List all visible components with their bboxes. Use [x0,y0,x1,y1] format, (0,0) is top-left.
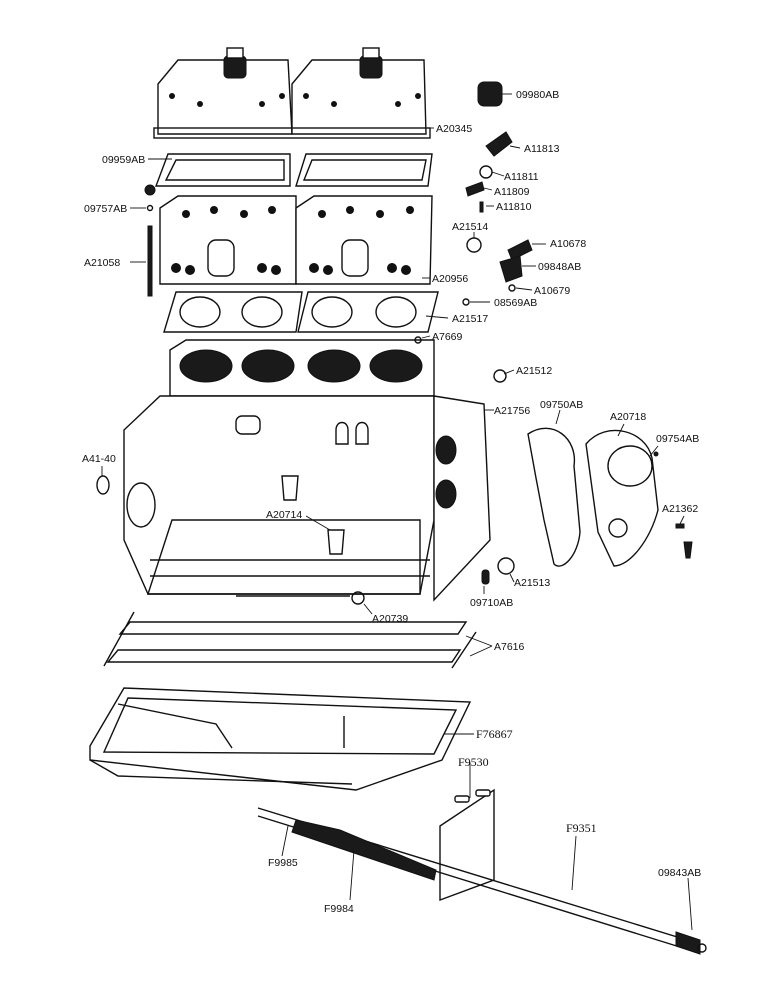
label-A21058: A21058 [84,257,120,269]
label-A7669: A7669 [432,331,463,343]
label-A21362: A21362 [662,503,698,515]
label-A7616: A7616 [494,641,525,653]
label-F9984: F9984 [324,903,354,915]
part-labels: 09980AB A20345 A11813 09959AB A11811 A11… [82,89,701,915]
small-parts [96,81,693,605]
label-08569AB: 08569AB [494,297,537,309]
label-09959AB: 09959AB [102,154,145,166]
label-A21512: A21512 [516,365,552,377]
label-A20718: A20718 [610,411,646,423]
cylinder-head-assembly [144,184,433,297]
label-A11811: A11811 [504,171,539,183]
leader-lines [101,93,693,931]
label-09710AB: 09710AB [470,597,513,609]
oil-pump-shaft-group [257,788,707,955]
label-A21756: A21756 [494,405,530,417]
rocker-cover-gaskets [154,153,433,187]
label-09750AB: 09750AB [540,399,583,411]
rocker-cover-assembly [153,47,431,139]
label-A10678: A10678 [550,238,586,250]
label-09754AB: 09754AB [656,433,699,445]
label-A41-40: A41-40 [82,453,116,465]
label-A21513: A21513 [514,577,550,589]
label-A10679: A10679 [534,285,570,297]
label-A21514: A21514 [452,221,488,233]
label-09848AB: 09848AB [538,261,581,273]
label-A20714: A20714 [266,509,302,521]
label-09843AB: 09843AB [658,867,701,879]
label-A11810: A11810 [496,201,532,213]
label-A20345: A20345 [436,123,472,135]
label-F9351: F9351 [566,821,597,835]
label-A20739: A20739 [372,613,408,625]
cylinder-block [123,339,491,602]
label-A20956: A20956 [432,273,468,285]
oil-pan [89,687,472,791]
label-A11809: A11809 [494,186,530,198]
label-A21517: A21517 [452,313,488,325]
label-A11813: A11813 [524,143,560,155]
label-F9530: F9530 [458,755,489,769]
label-09757AB: 09757AB [84,203,127,215]
head-gaskets [163,291,439,333]
label-F9985: F9985 [268,857,298,869]
label-09980AB: 09980AB [516,89,559,101]
label-F76867: F76867 [476,727,513,741]
oil-pan-gaskets [103,611,477,669]
timing-cover-group [527,427,659,567]
